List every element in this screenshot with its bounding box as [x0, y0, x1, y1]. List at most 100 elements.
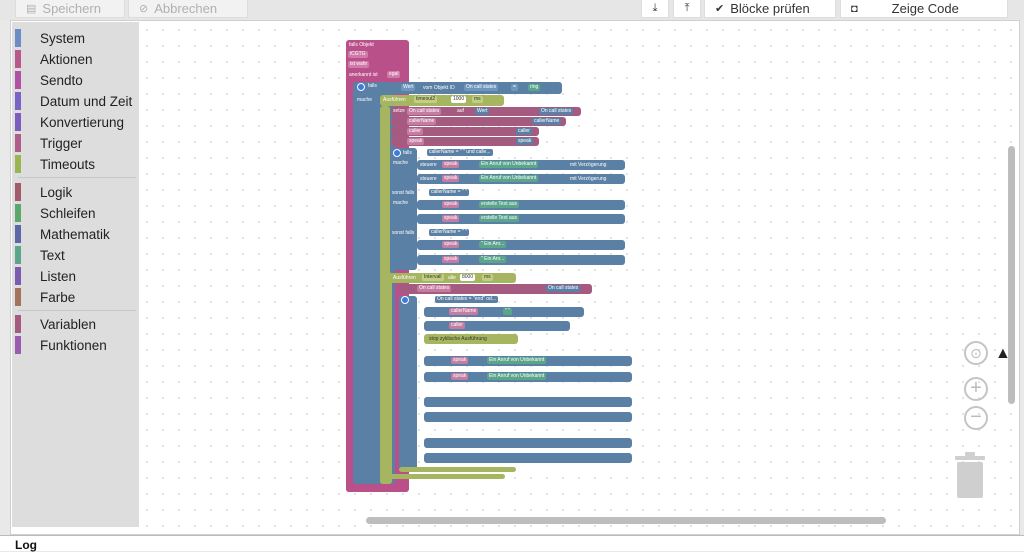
- blockly-canvas[interactable]: falls Objekt lCGTG ist wahr anerkannt is…: [139, 22, 1016, 527]
- var-callername[interactable]: callerName: [449, 308, 479, 315]
- var-callstates[interactable]: On call states: [417, 285, 452, 292]
- category-label: Konvertierung: [40, 114, 125, 130]
- category-mathematik[interactable]: Mathematik: [12, 224, 139, 244]
- obj-caller[interactable]: caller: [516, 128, 532, 135]
- category-logik[interactable]: Logik: [12, 182, 139, 202]
- condition-empty[interactable]: callerName = " ": [429, 189, 469, 196]
- interval-name[interactable]: Intervall: [422, 274, 444, 281]
- timeout-name[interactable]: timeout2: [414, 96, 438, 103]
- trigger-condition[interactable]: ist wahr: [348, 61, 370, 68]
- gear-icon[interactable]: [357, 83, 365, 91]
- zoom-in-icon[interactable]: +: [964, 377, 988, 401]
- category-timeouts[interactable]: Timeouts: [12, 154, 139, 174]
- interval-block[interactable]: [390, 273, 516, 283]
- set-speak-block[interactable]: [391, 137, 539, 146]
- var-callername[interactable]: callerName: [407, 118, 437, 125]
- check-icon: ✔: [715, 3, 725, 15]
- category-datum-und-zeit[interactable]: Datum und Zeit: [12, 91, 139, 111]
- category-sendto[interactable]: Sendto: [12, 70, 139, 90]
- save-button[interactable]: ▤ Speichern: [15, 0, 125, 18]
- delay-label: mit Verzögerung: [570, 162, 607, 168]
- category-system[interactable]: System: [12, 28, 139, 48]
- var-speak[interactable]: speak: [442, 241, 460, 248]
- unknown-call-text[interactable]: Ein Anruf von Unbekannt: [487, 357, 547, 364]
- cancel-button[interactable]: ⊘ Abbrechen: [128, 0, 248, 18]
- create-text-value[interactable]: " Ein Anr...: [479, 256, 507, 263]
- unknown-call-text[interactable]: Ein Anruf von Unbekannt: [479, 175, 539, 182]
- category-farbe[interactable]: Farbe: [12, 287, 139, 307]
- gear-icon[interactable]: [401, 296, 409, 304]
- vertical-scrollbar[interactable]: [1008, 146, 1015, 404]
- var-speak[interactable]: speak: [442, 175, 460, 182]
- timeout-ms[interactable]: 1000: [451, 96, 467, 103]
- var-caller[interactable]: caller: [449, 322, 465, 329]
- category-listen[interactable]: Listen: [12, 266, 139, 286]
- var-speak[interactable]: speak: [442, 215, 460, 222]
- var-callstates[interactable]: On call states: [407, 108, 442, 115]
- unknown-call-text[interactable]: Ein Anruf von Unbekannt: [487, 373, 547, 380]
- compare-operator[interactable]: =: [511, 84, 518, 91]
- ring-text[interactable]: ring: [528, 84, 541, 91]
- category-trigger[interactable]: Trigger: [12, 133, 139, 153]
- control-speak-row[interactable]: [417, 255, 625, 265]
- category-funktionen[interactable]: Funktionen: [12, 335, 139, 355]
- condition-end[interactable]: On call states = "end" od...: [435, 296, 498, 303]
- show-code-button[interactable]: ◘ Zeige Code: [840, 0, 1008, 18]
- var-speak[interactable]: speak: [451, 357, 469, 364]
- trigger-ack-value[interactable]: egal: [387, 71, 401, 78]
- var-caller[interactable]: caller: [407, 128, 423, 135]
- control-speak-row[interactable]: [417, 240, 625, 250]
- control-speak-row[interactable]: [424, 397, 632, 407]
- condition-empty[interactable]: callerName = " ": [429, 229, 469, 236]
- timeout-ms-unit[interactable]: ms: [472, 96, 483, 103]
- unknown-call-text[interactable]: Ein Anruf von Unbekannt: [479, 161, 539, 168]
- stop-interval-block[interactable]: [424, 334, 518, 344]
- category-text[interactable]: Text: [12, 245, 139, 265]
- import-button[interactable]: ⤒: [673, 0, 701, 18]
- timeout-block[interactable]: [380, 95, 504, 106]
- control-speak-row[interactable]: [424, 412, 632, 422]
- zoom-out-icon[interactable]: −: [964, 406, 988, 430]
- script-block-stack[interactable]: falls Objekt lCGTG ist wahr anerkannt is…: [139, 22, 1016, 527]
- set-callername-block[interactable]: [391, 117, 566, 126]
- compare-value-label[interactable]: Wert: [401, 84, 416, 91]
- interval-ms[interactable]: 8000: [460, 274, 476, 281]
- var-speak[interactable]: speak: [407, 138, 425, 145]
- trigger-object-id[interactable]: lCGTG: [348, 51, 368, 58]
- value-label[interactable]: Wert: [475, 108, 490, 115]
- obj-callername[interactable]: callerName: [532, 118, 562, 125]
- create-text-label[interactable]: erstelle Text aus: [479, 201, 520, 208]
- set-callstates-block-2[interactable]: [399, 284, 592, 294]
- zoom-reset-icon[interactable]: ⊙: [964, 341, 988, 365]
- horizontal-scrollbar[interactable]: [366, 517, 886, 524]
- inner-if-block-1[interactable]: [391, 148, 417, 270]
- control-speak-row[interactable]: [417, 214, 625, 224]
- var-speak[interactable]: speak: [442, 201, 460, 208]
- obj-speak[interactable]: speak: [516, 138, 534, 145]
- obj-callstates[interactable]: On call states: [546, 285, 581, 292]
- gear-icon[interactable]: [393, 149, 401, 157]
- create-text-value[interactable]: " Ein Anr...: [479, 241, 507, 248]
- category-aktionen[interactable]: Aktionen: [12, 49, 139, 69]
- set-caller-block[interactable]: [391, 127, 539, 136]
- inner-if-block-2[interactable]: [399, 296, 417, 470]
- trash-icon[interactable]: [953, 452, 987, 500]
- var-speak[interactable]: speak: [442, 256, 460, 263]
- interval-ms-unit[interactable]: ms: [482, 274, 493, 281]
- control-speak-row[interactable]: [424, 453, 632, 463]
- control-speak-row[interactable]: [424, 438, 632, 448]
- condition-unknown[interactable]: callerName = " " und calle...: [427, 149, 493, 156]
- quote-empty[interactable]: " ": [503, 308, 512, 315]
- check-blocks-button[interactable]: ✔ Blöcke prüfen: [704, 0, 836, 18]
- obj-callstates[interactable]: On call states: [539, 108, 574, 115]
- category-variablen[interactable]: Variablen: [12, 314, 139, 334]
- export-button[interactable]: ⤓: [641, 0, 669, 18]
- var-speak[interactable]: speak: [442, 161, 460, 168]
- control-caller-row[interactable]: [424, 321, 570, 331]
- create-text-label[interactable]: erstelle Text aus: [479, 215, 520, 222]
- category-schleifen[interactable]: Schleifen: [12, 203, 139, 223]
- control-speak-row[interactable]: [417, 200, 625, 210]
- var-speak[interactable]: speak: [451, 373, 469, 380]
- object-id-value[interactable]: On call states: [464, 84, 499, 91]
- category-konvertierung[interactable]: Konvertierung: [12, 112, 139, 132]
